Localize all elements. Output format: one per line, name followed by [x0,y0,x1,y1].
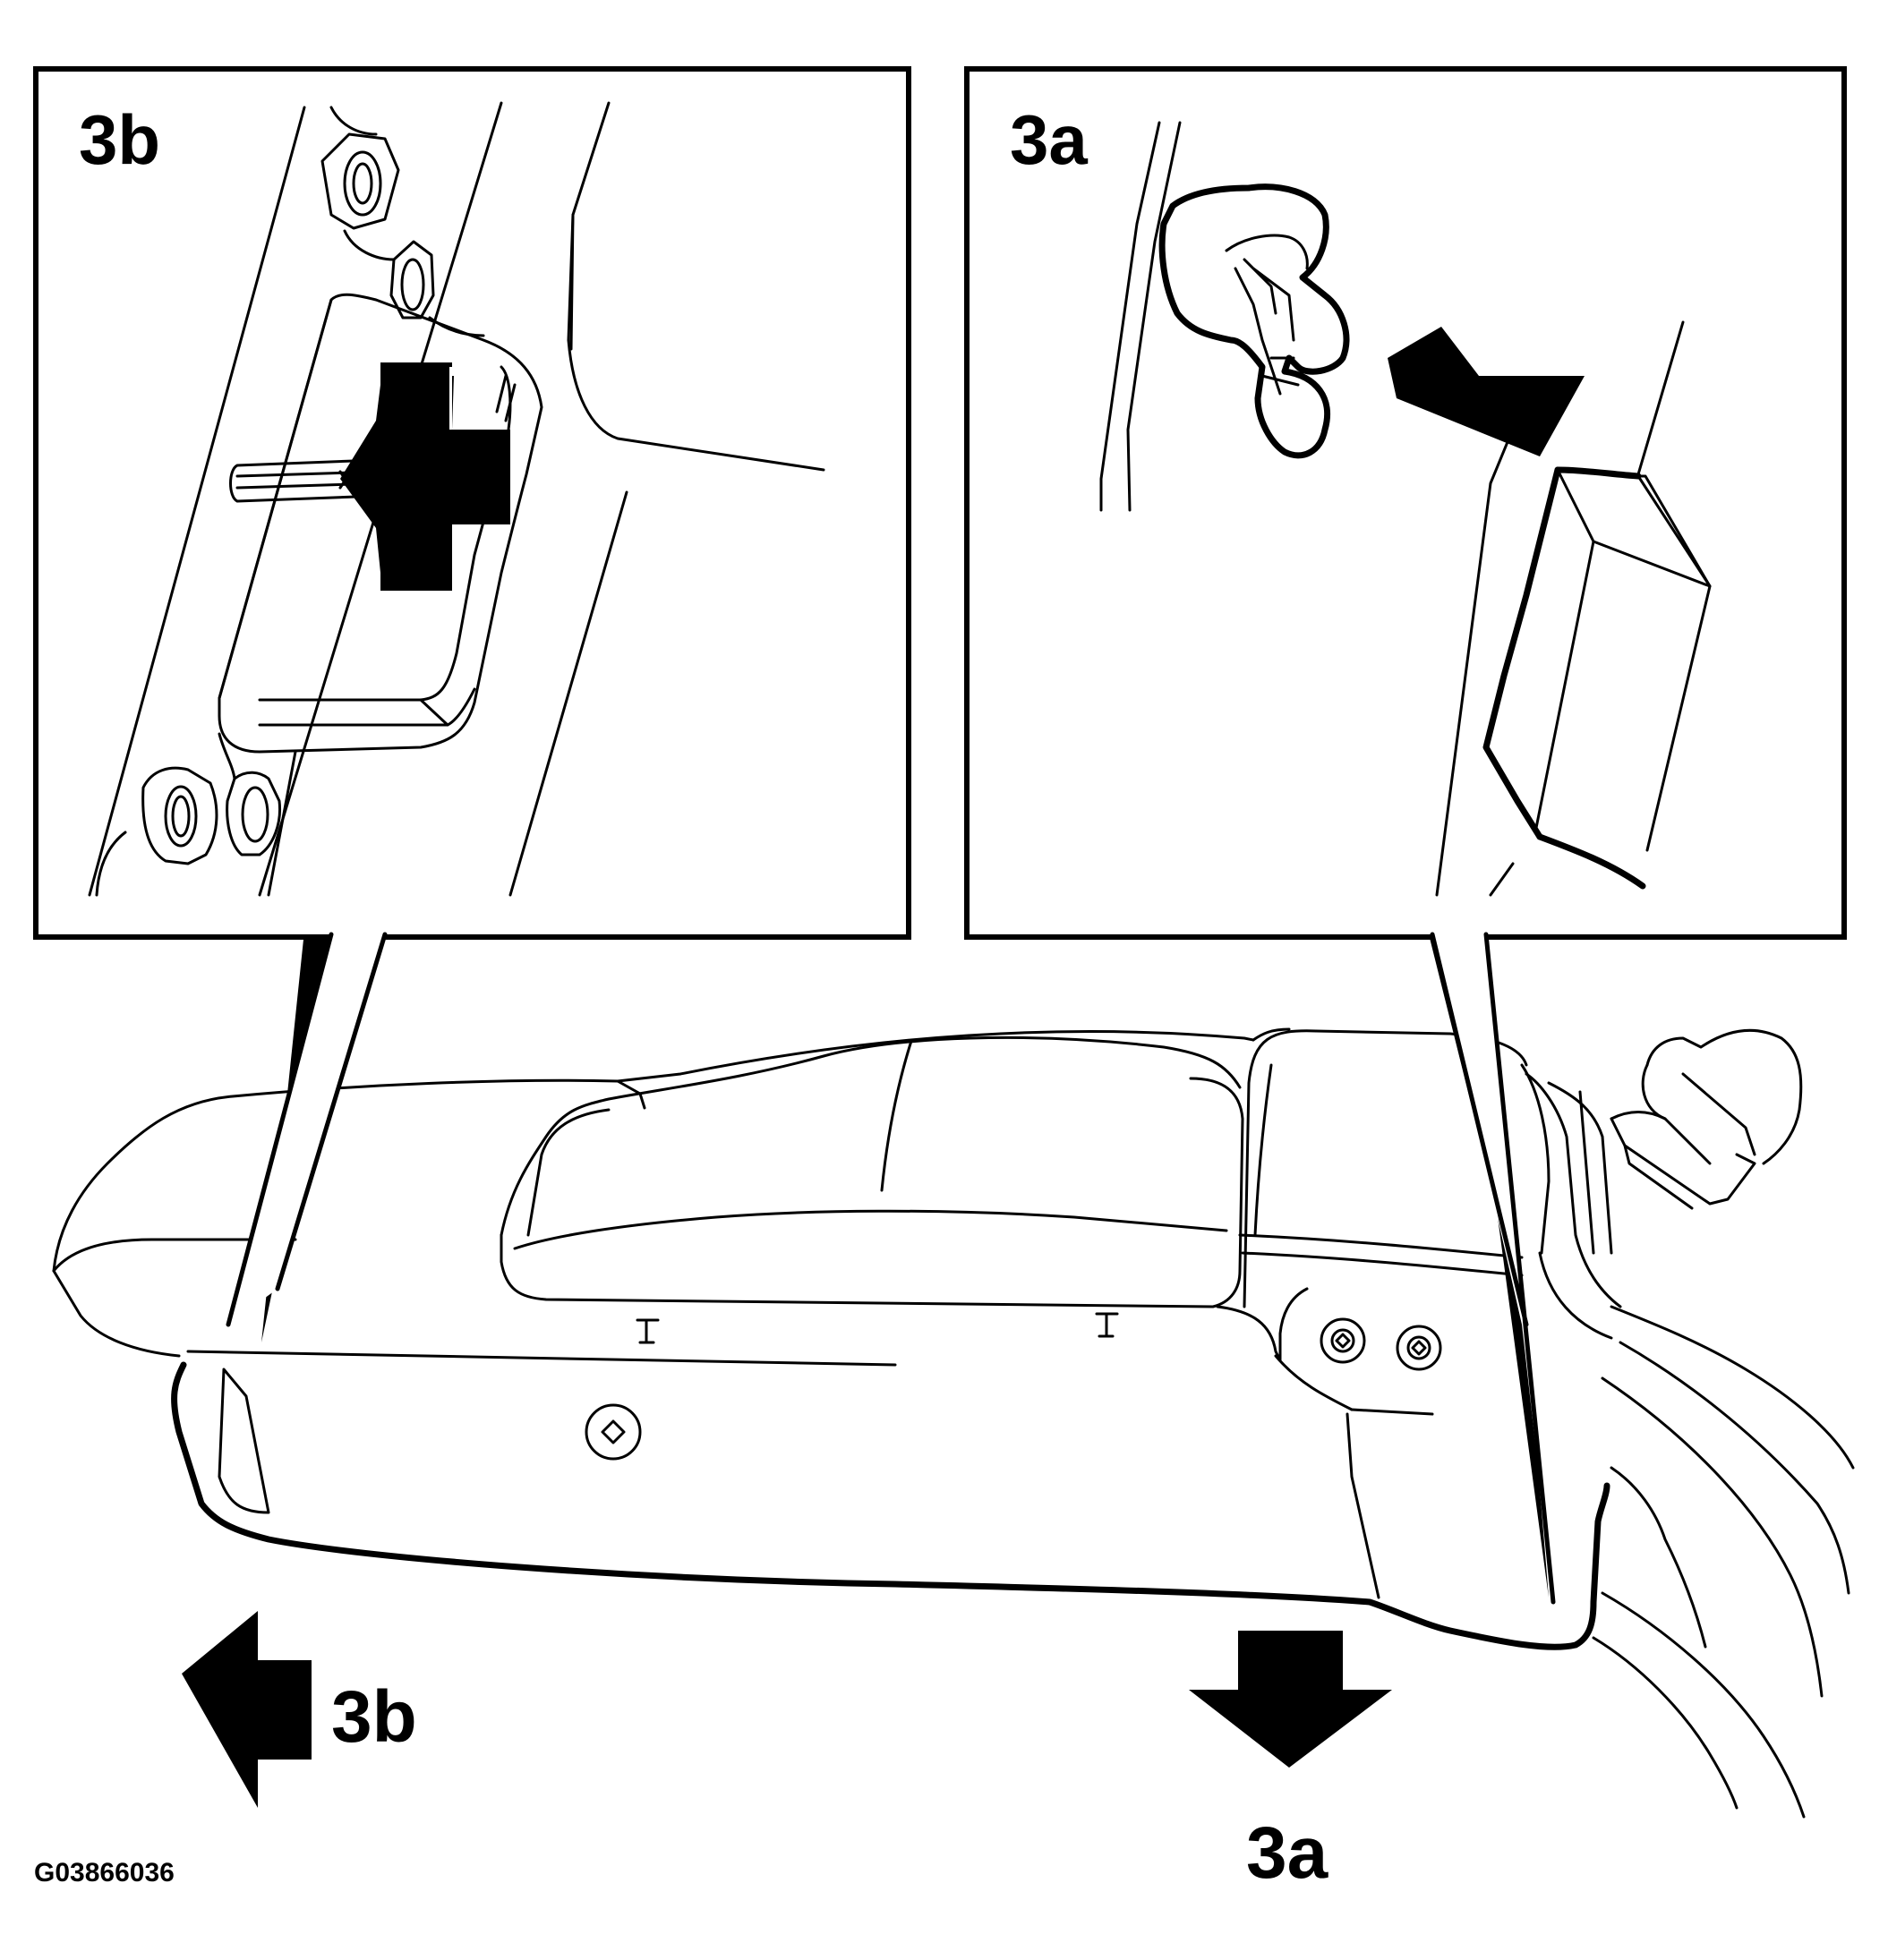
seat-adjust-knob [1610,1028,1803,1210]
screw-head-right-1 [1320,1317,1366,1364]
trim-clip-3a [1158,183,1350,459]
arrow-3b-indicator: 3b [182,1611,417,1808]
detail-panel-3a-label: 3a [1010,100,1088,179]
nut-upper-1 [320,132,400,230]
nut-lower-2 [226,771,282,856]
arrow-3a-indicator: 3a [1189,1631,1392,1894]
armrest-console [52,1027,1855,1819]
armrest-lid-pad [500,1077,1244,1308]
detail-panel-3a-frame [964,66,1847,940]
arrow-down-large-icon [1189,1631,1392,1768]
nut-upper-2 [389,240,435,320]
clip-receptacle-3a [1435,320,1712,897]
armrest-bottom-edge [171,1361,1610,1650]
detail-panel-3a: 3a [964,66,1847,1605]
figure-id: G03866036 [34,1858,175,1888]
lid-clip-2 [1095,1312,1119,1338]
clip-housing-3b [218,293,543,754]
arrow-left-icon [340,362,510,591]
screw-head-right-2 [1396,1325,1442,1371]
armrest-front-cap [52,1078,646,1273]
arrow-diagonal-down-icon [1388,327,1585,456]
arrow-3a-label: 3a [1246,1812,1329,1894]
arrow-left-large-icon [182,1611,312,1808]
detail-panel-3b-label: 3b [79,100,160,179]
arrow-3b-label: 3b [331,1676,417,1758]
detail-panel-3b: 3b [33,66,911,1327]
nut-lower-1 [141,766,218,865]
armrest-rear-box [1243,1029,1528,1308]
screw-head-left [585,1403,642,1461]
lid-clip-1 [636,1318,660,1344]
